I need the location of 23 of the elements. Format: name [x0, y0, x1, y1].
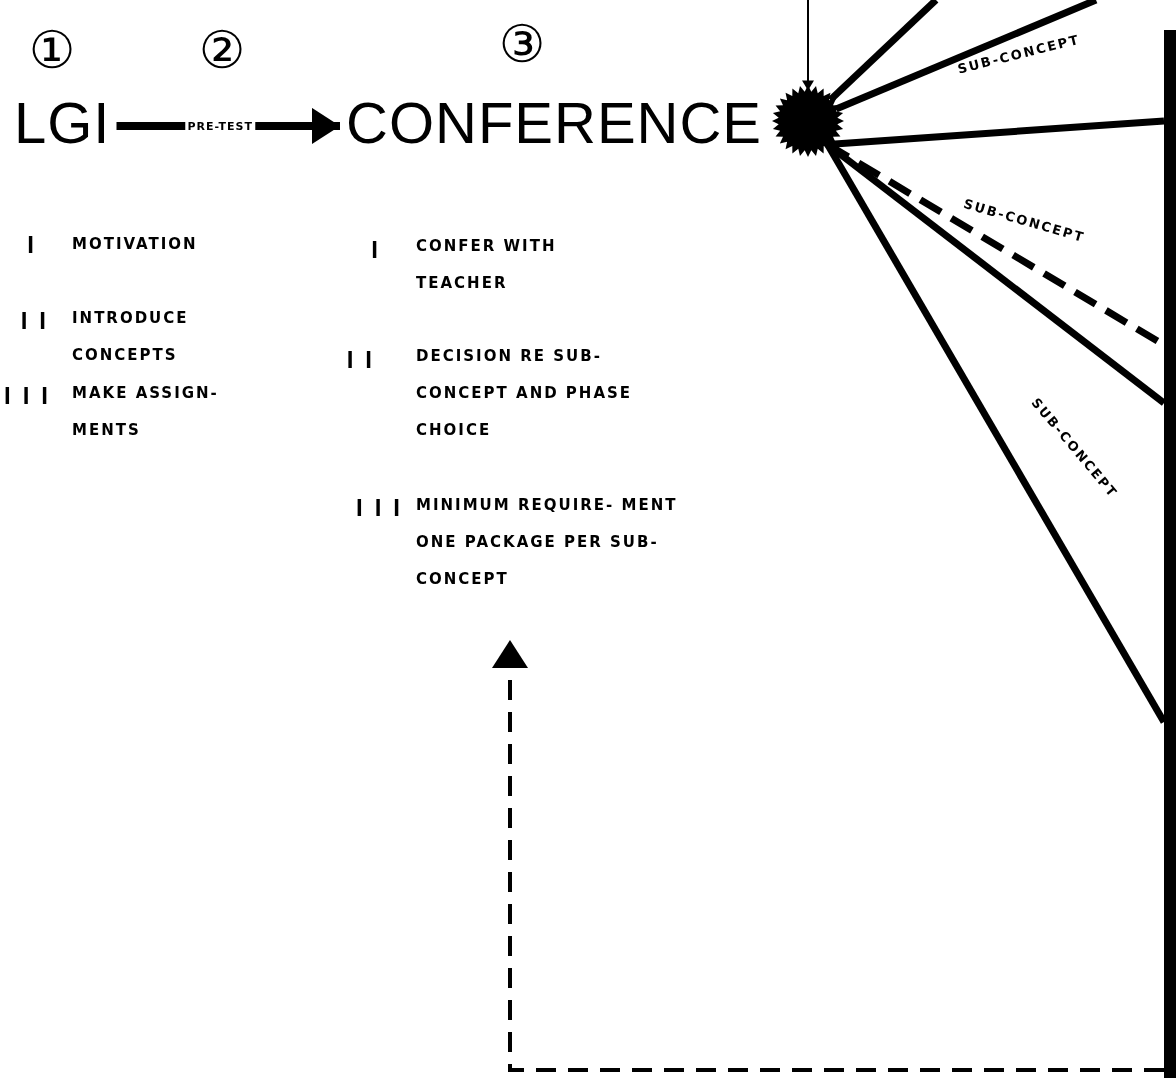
connector-line	[834, 0, 1098, 113]
roman-numeral: I	[27, 233, 46, 257]
dashed-return-arrow	[492, 640, 1164, 1072]
step-title: LGI	[8, 94, 117, 152]
step-number: ②	[198, 24, 246, 76]
starburst-hub	[772, 85, 844, 157]
roman-numeral: I	[371, 238, 390, 262]
roman-numeral: III	[4, 384, 60, 408]
roman-numeral: II	[346, 348, 384, 372]
note-text: INTRODUCE CONCEPTS	[72, 308, 190, 366]
note-text: MOTIVATION	[72, 234, 199, 255]
note-text: MAKE ASSIGN- MENTS	[72, 383, 220, 441]
roman-numeral: III	[356, 496, 412, 520]
note-text: DECISION RE SUB- CONCEPT AND PHASE CHOICE	[416, 346, 634, 441]
edge-label: PRE-TEST	[185, 119, 255, 133]
roman-numeral: II	[20, 309, 58, 333]
note-text: MINIMUM REQUIRE- MENT ONE PACKAGE PER SUB-CONCEPT	[416, 495, 679, 590]
step-number: ①	[28, 24, 76, 76]
connector-line	[827, 0, 939, 103]
note-text: CONFER WITH TEACHER	[416, 236, 558, 294]
step-title: CONFERENCE	[340, 94, 769, 152]
step-number: ③	[498, 18, 546, 70]
vertical-bar	[1164, 30, 1176, 1078]
